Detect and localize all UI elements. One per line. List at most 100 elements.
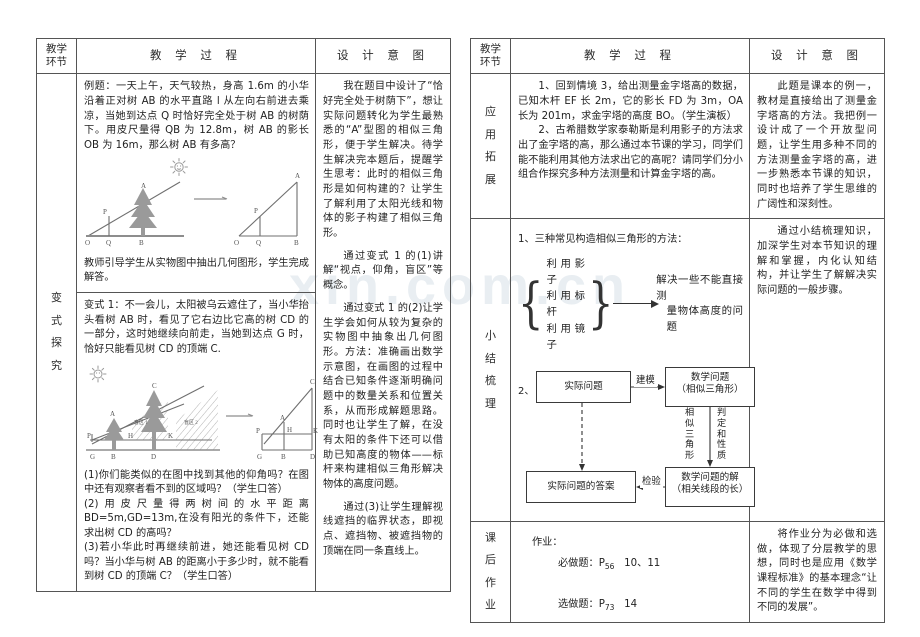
figure-svg-2: C A P H K G B D 盲区 1 盲区 2	[86, 365, 318, 461]
side-left-char-0: 相	[685, 406, 695, 418]
left-page-table: 教学 环节 教 学 过 程 设 计 意 图 变 式 探 究 例题：	[36, 37, 451, 592]
label-C-2b: C	[310, 378, 315, 386]
table-row: 小 结 梳 理 1、三种常见构造相似三角形的方法： { 利用影子 利用标杆 利	[470, 218, 885, 522]
stage-char-1: 用	[485, 127, 496, 141]
table-row: 变式 1：不一会儿，太阳被乌云遮住了，当小华抬头看树 AB 时，看见了它右边比它…	[37, 292, 451, 592]
process-cell-summary: 1、三种常见构造相似三角形的方法： { 利用影子 利用标杆 利用镜子 }	[510, 218, 755, 522]
side-left-char-2: 三	[685, 428, 695, 440]
flow-box-math-solution-line2: （相关线段的长）	[671, 484, 749, 496]
intent-summary-text: 通过小结梳理知识，加深学生对本节知识的理解和掌握，内化认知结构，并让学生了解解决…	[757, 226, 877, 297]
application-item-2: 2、古希腊数学家泰勒斯是利用影子的方法求出了金字塔的高，那么通过本节课的学习，同…	[518, 125, 743, 181]
tree-glyph-tall	[141, 389, 167, 450]
flow-arrow-label-verify: 检验	[640, 474, 663, 489]
label-B-1: B	[139, 239, 144, 247]
transform-arrow-1	[194, 196, 228, 200]
label-K-2: K	[168, 432, 173, 440]
stage-char-1: 式	[51, 313, 62, 327]
flow-side-label-similar-triangle: 相 似 三 角 形	[685, 406, 695, 462]
homework-optional: 选做题：P73 14	[518, 598, 743, 614]
flow-item-marker: 2、	[518, 385, 535, 397]
brace-item-0: 利用影子	[546, 258, 586, 287]
scene-real-1	[86, 181, 184, 237]
label-O-1b: O	[234, 239, 239, 247]
intent-paragraph-1: 我在题目中设计了“恰好完全处于树荫下”，想让实际问题转化为学生最熟悉的“A”型图…	[323, 81, 443, 240]
intent-homework-text: 将作业分为必做和选做，体现了分层教学的思想，同时也是应用《数学课程标准》的基本理…	[757, 528, 877, 614]
lesson-plan-table-left: 教学 环节 教 学 过 程 设 计 意 图 变 式 探 究 例题：	[36, 37, 451, 592]
homework-required-page: 56	[604, 561, 615, 571]
label-P-1b: P	[254, 207, 258, 215]
homework-required-prefix: 必做题：P	[558, 557, 605, 569]
figure-labels-2b: C A P H K G B D	[256, 378, 318, 461]
blind-region-2	[176, 389, 218, 450]
stage-char-0: 小	[485, 329, 496, 342]
process-cell-homework: 作业： 必做题：P56 10、11 选做题：P73 14	[510, 520, 750, 623]
brace-target-line-2: 量物体高度的问题	[666, 305, 743, 334]
flow-box-math-problem-line2: （相似三角形）	[676, 384, 744, 396]
header-intent: 设 计 意 图	[749, 37, 885, 75]
side-right-char-3: 性	[717, 439, 727, 451]
stage-label-bianshi-tanjiu: 变 式 探 究	[36, 73, 77, 592]
label-B-2: B	[111, 453, 116, 461]
label-K-2b: K	[313, 427, 318, 435]
label-D-2b: D	[310, 453, 315, 461]
header-stage-line2: 环节	[480, 55, 501, 68]
variant-question-2: (2)用皮尺量得两树间的水平距离 BD=5m,GD=13m,在没有阳光的条件下，…	[84, 498, 309, 539]
header-process: 教 学 过 程	[510, 37, 750, 75]
stage-char-3: 展	[485, 172, 496, 186]
brace-target-line-1: 解决一些不能直接测	[656, 274, 743, 302]
label-A-2: A	[110, 410, 115, 418]
variant1-text: 变式 1：不一会儿，太阳被乌云遮住了，当小华抬头看树 AB 时，看见了它右边比它…	[84, 300, 309, 356]
header-stage-line1: 教学	[46, 43, 67, 55]
transform-arrow-2	[226, 413, 254, 417]
arrow-right-icon	[613, 299, 660, 309]
side-right-char-1: 定	[717, 417, 727, 429]
stage-char-2: 作	[485, 575, 496, 589]
stage-char-1: 结	[485, 351, 496, 365]
figure-labels-2: C A P H K G B D 盲区 1 盲区 2	[87, 382, 198, 461]
scene-abstract-2	[261, 387, 313, 451]
intent-cell-application: 此题是课本的例一，教材是直接给出了测量金字塔高的方法。我把例一设计成了一个开放型…	[749, 73, 885, 220]
label-D-2: D	[151, 453, 156, 461]
blind-region-label-2: 盲区 2	[184, 419, 198, 426]
stage-char-3: 业	[485, 598, 496, 612]
tree-glyph-small	[104, 417, 124, 450]
stage-label-xiaojie-shuli: 小 结 梳 理	[470, 218, 511, 522]
table-row: 变 式 探 究 例题：一天上午，天气较热，身高 1.6m 的小华沿着正对树 AB…	[36, 73, 451, 592]
stage-char-3: 究	[51, 358, 62, 372]
header-stage-line2: 环节	[46, 55, 67, 68]
label-P-1: P	[103, 208, 107, 216]
side-left-char-3: 角	[685, 439, 695, 451]
side-left-char-4: 形	[685, 450, 695, 462]
label-C-2: C	[152, 382, 157, 390]
header-stage-line1: 教学	[480, 43, 501, 55]
brace-left-icon: {	[518, 273, 544, 336]
homework-required-items: 10、11	[624, 557, 661, 569]
side-right-char-2: 和	[717, 428, 727, 440]
brace-item-2: 利用镜子	[546, 322, 586, 351]
blind-region-label-1: 盲区 1	[134, 419, 148, 426]
side-right-char-4: 质	[717, 450, 727, 462]
intent-paragraph-2: 通过变式 1 的(1)讲解“视点，仰角，盲区”等概念。	[323, 250, 443, 292]
after-figure-text: 教师引导学生从实物图中抽出几何图形，学生完成解答。	[84, 257, 309, 284]
application-item-1: 1、回到情境 3，给出测量金字塔高的数据，已知木杆 EF 长 2m，它的影长 F…	[518, 81, 743, 122]
intent-cell-summary: 通过小结梳理知识，加深学生对本节知识的理解和掌握，内化认知结构，并让学生了解解决…	[749, 218, 885, 522]
figure-svg-1: A P O Q B	[85, 157, 300, 247]
brace-right-icon: }	[588, 273, 614, 336]
flow-box-real-answer: 实际问题的答案	[526, 470, 636, 503]
flow-box-real-problem: 实际问题	[536, 370, 631, 403]
label-A-1: A	[141, 182, 146, 190]
stage-char-3: 理	[485, 396, 496, 410]
stage-char-2: 梳	[485, 374, 496, 388]
homework-optional-page: 73	[604, 603, 615, 613]
intent-paragraph-3: 通过变式 1 的(2)让学生学会如何从较为复杂的实物图中抽象出几何图形。方法：准…	[323, 302, 443, 491]
table-row: 应 用 拓 展 1、回到情境 3，给出测量金字塔高的数据，已知木杆 EF 长 2…	[470, 73, 885, 220]
header-intent: 设 计 意 图	[315, 37, 451, 75]
brace-item-list: 利用影子 利用标杆 利用镜子	[543, 256, 588, 353]
label-H-2b: H	[287, 426, 292, 434]
stage-char-0: 变	[51, 291, 62, 305]
tree-glyph-1	[129, 187, 157, 236]
stage-char-2: 拓	[485, 150, 496, 164]
figure-labels-1: A P O Q B	[85, 182, 146, 247]
label-P-2b: P	[256, 427, 260, 435]
